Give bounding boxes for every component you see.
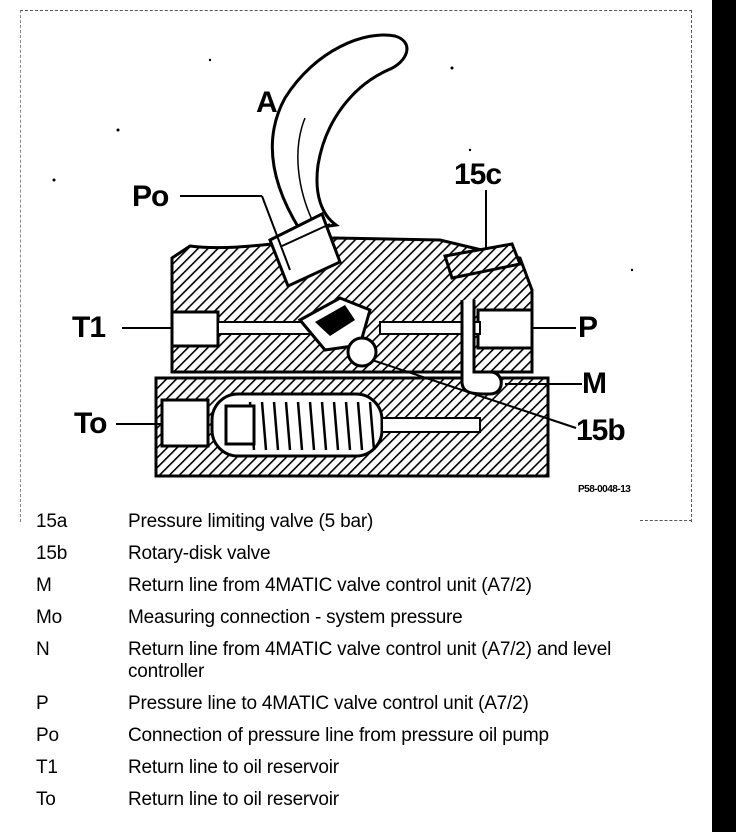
legend-code: Mo bbox=[36, 607, 62, 628]
legend-code: N bbox=[36, 639, 50, 660]
diagram-frame bbox=[20, 10, 692, 522]
legend-desc: Return line to oil reservoir bbox=[128, 789, 339, 810]
legend-code: To bbox=[36, 789, 56, 810]
callout-a: A bbox=[256, 86, 278, 119]
callout-m: M bbox=[582, 367, 607, 400]
figure-code: P58-0048-13 bbox=[578, 484, 631, 495]
callout-15c: 15c bbox=[454, 158, 502, 191]
legend-code: M bbox=[36, 575, 52, 596]
callout-15b: 15b bbox=[576, 414, 626, 447]
port-p bbox=[476, 308, 534, 350]
legend-code: Po bbox=[36, 725, 59, 746]
hose-inner-line bbox=[297, 117, 314, 223]
valve-piston bbox=[224, 404, 256, 446]
legend-row: 15b Rotary-disk valve bbox=[26, 543, 686, 565]
legend-desc: Return line from 4MATIC valve control un… bbox=[128, 575, 532, 596]
port-t1 bbox=[170, 310, 220, 348]
return-line-m bbox=[460, 300, 503, 396]
callout-po: Po bbox=[132, 180, 169, 213]
legend-desc: Connection of pressure line from pressur… bbox=[128, 725, 549, 746]
scan-specks bbox=[52, 58, 634, 272]
legend-row: M Return line from 4MATIC valve control … bbox=[26, 575, 686, 597]
legend-desc: Return line from 4MATIC valve control un… bbox=[128, 639, 612, 682]
leader-lines bbox=[116, 190, 582, 429]
legend-desc: Return line to oil reservoir bbox=[128, 757, 339, 778]
legend-row: Mo Measuring connection - system pressur… bbox=[26, 607, 686, 629]
legend-desc: Pressure line to 4MATIC valve control un… bbox=[128, 693, 529, 714]
frame-edge bbox=[640, 520, 692, 521]
scan-edge-bar bbox=[712, 0, 736, 832]
fitting-15c bbox=[443, 242, 523, 280]
legend-row: P Pressure line to 4MATIC valve control … bbox=[26, 693, 686, 715]
legend-code: T1 bbox=[36, 757, 58, 778]
legend-row: Po Connection of pressure line from pres… bbox=[26, 725, 686, 747]
valve-diagram bbox=[52, 33, 634, 478]
legend-row: 15a Pressure limiting valve (5 bar) bbox=[26, 511, 686, 533]
legend-row: To Return line to oil reservoir bbox=[26, 789, 686, 811]
legend-desc: Measuring connection - system pressure bbox=[128, 607, 463, 628]
rotary-disk bbox=[346, 336, 378, 368]
legend-row: T1 Return line to oil reservoir bbox=[26, 757, 686, 779]
lower-channel bbox=[381, 417, 481, 433]
legend-code: 15b bbox=[36, 543, 68, 564]
legend-code: 15a bbox=[36, 511, 68, 532]
channel-p bbox=[379, 321, 481, 335]
callout-to: To bbox=[74, 407, 107, 440]
pressure-hose-a bbox=[270, 33, 409, 232]
callout-p: P bbox=[578, 311, 598, 344]
callout-t1: T1 bbox=[72, 311, 106, 344]
legend-desc: Pressure limiting valve (5 bar) bbox=[128, 511, 374, 532]
legend: 15a Pressure limiting valve (5 bar) 15b … bbox=[26, 511, 686, 821]
port-to bbox=[160, 398, 210, 448]
legend-desc: Rotary-disk valve bbox=[128, 543, 271, 564]
hose-fitting-po bbox=[268, 211, 342, 289]
legend-row: N Return line from 4MATIC valve control … bbox=[26, 639, 686, 683]
legend-code: P bbox=[36, 693, 49, 714]
